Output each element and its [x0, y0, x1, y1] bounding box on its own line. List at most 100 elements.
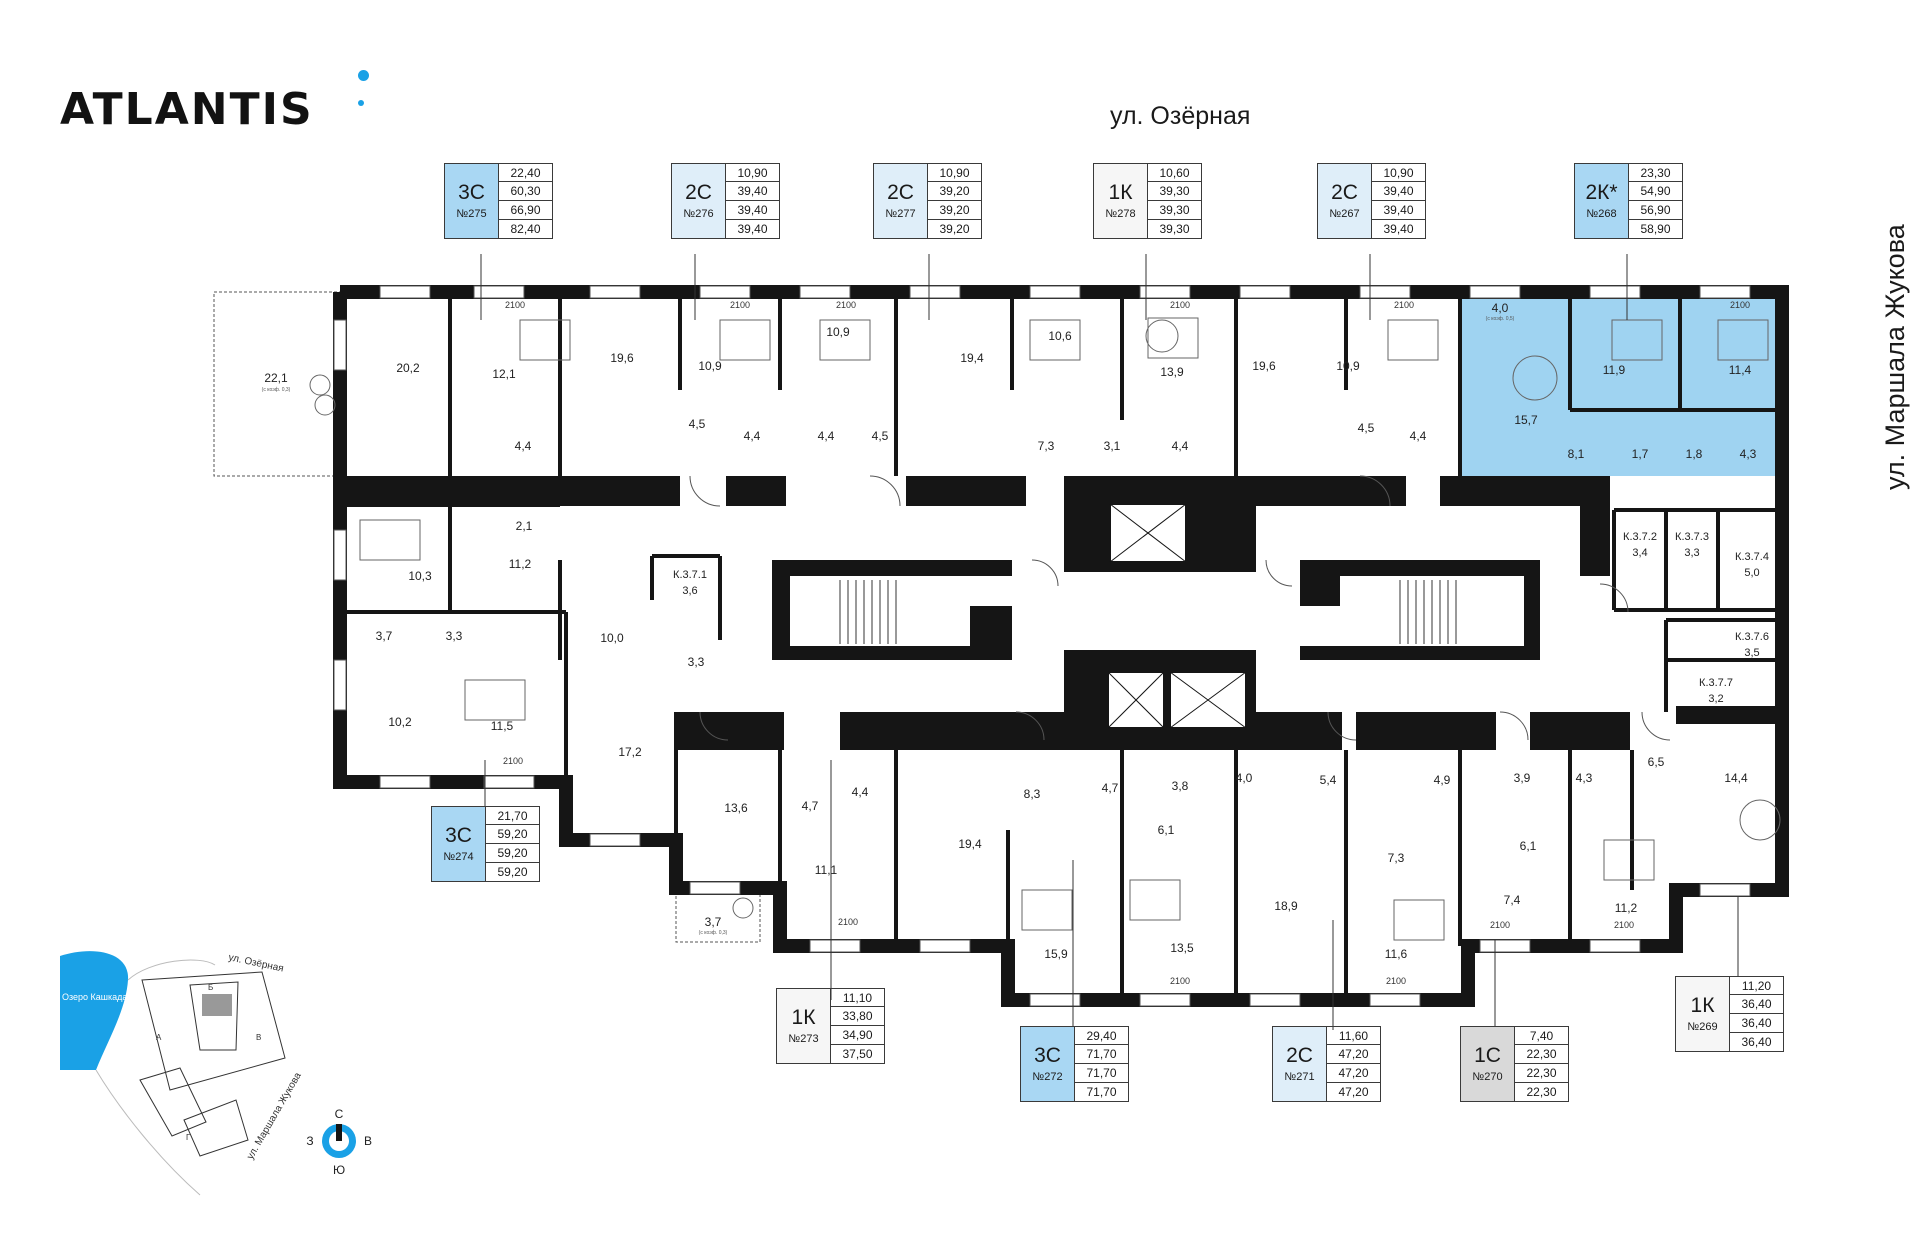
room-area: 6,1	[1520, 839, 1537, 853]
area-value: 47,20	[1327, 1083, 1381, 1102]
room-area: 18,9	[1274, 899, 1298, 913]
apartment-number: №268	[1586, 208, 1617, 220]
area-value: 39,40	[1372, 201, 1426, 220]
minimap-street-top: ул. Озёрная	[227, 952, 284, 974]
room-note: (с коэф. 0,3)	[699, 930, 728, 936]
room-area: 3,7	[705, 915, 722, 929]
area-value: 22,30	[1515, 1045, 1569, 1064]
interior-partitions	[340, 292, 1782, 1000]
room-area: 11,4	[1729, 363, 1752, 377]
room-area: 3,9	[1514, 771, 1531, 785]
apartment-number: №274	[443, 851, 474, 863]
area-value: 34,90	[831, 1026, 885, 1045]
storage-labels: К.3.7.1 3,6 К.3.7.2 3,4 К.3.7.3 3,3 К.3.…	[673, 531, 1769, 705]
apartment-number: №273	[788, 1033, 819, 1045]
area-value: 39,20	[928, 220, 982, 239]
storage-code: К.3.7.3	[1675, 531, 1709, 543]
area-value: 39,20	[928, 182, 982, 201]
brand-name: ATLANTIS	[60, 84, 314, 135]
room-area: 11,9	[1603, 363, 1626, 377]
area-value: 39,40	[1372, 220, 1426, 239]
window-height: 2100	[505, 300, 525, 310]
area-value: 39,20	[928, 201, 982, 220]
room-area: 3,3	[688, 655, 705, 669]
area-value: 22,30	[1515, 1083, 1569, 1102]
stairwell-right	[1300, 560, 1540, 660]
area-value: 11,60	[1327, 1026, 1381, 1045]
area-value: 10,60	[1148, 163, 1202, 182]
area-value: 22,40	[499, 163, 553, 182]
apartment-number: №277	[885, 208, 916, 220]
area-value: 22,30	[1515, 1064, 1569, 1083]
storage-area: 3,5	[1744, 647, 1759, 659]
storage-area: 3,6	[682, 585, 697, 597]
window-height: 2100	[838, 917, 858, 927]
area-value: 11,10	[831, 988, 885, 1007]
apartment-type: 3С	[1034, 1044, 1061, 1067]
room-area: 4,7	[802, 799, 819, 813]
room-area: 19,4	[960, 351, 984, 365]
room-area: 11,2	[1615, 901, 1638, 915]
room-area: 6,5	[1648, 755, 1665, 769]
room-area: 14,4	[1724, 771, 1748, 785]
minimap-lake-label: Озеро Кашкадан	[62, 992, 132, 1002]
room-area: 7,3	[1038, 439, 1055, 453]
room-area: 10,9	[698, 359, 722, 373]
compass-icon: С Ю З В	[306, 1107, 372, 1177]
room-area: 10,9	[1336, 359, 1360, 373]
apartment-number: №278	[1105, 208, 1136, 220]
storage-area: 5,0	[1744, 567, 1759, 579]
area-value: 71,70	[1075, 1045, 1129, 1064]
room-area: 4,4	[744, 429, 761, 443]
apartment-268-highlight[interactable]	[1458, 296, 1782, 476]
room-area: 5,4	[1320, 773, 1337, 787]
window-height: 2100	[1730, 300, 1750, 310]
compass-east: В	[364, 1134, 372, 1148]
area-value: 23,30	[1629, 163, 1683, 182]
area-value: 37,50	[831, 1045, 885, 1064]
room-area: 4,4	[852, 785, 869, 799]
room-area: 10,3	[408, 569, 432, 583]
area-value: 10,90	[726, 163, 780, 182]
room-area: 6,1	[1158, 823, 1175, 837]
room-area: 4,5	[1358, 421, 1375, 435]
storage-code: К.3.7.6	[1735, 631, 1769, 643]
room-area: 4,9	[1434, 773, 1451, 787]
room-area: 19,6	[1252, 359, 1276, 373]
door-swings	[689, 475, 1671, 741]
room-labels: 22,1 (с коэф. 0,3) 20,2 12,1 19,6 10,9 1…	[262, 301, 1757, 961]
area-value: 39,40	[726, 182, 780, 201]
area-value: 36,40	[1730, 1014, 1784, 1033]
room-area: 4,3	[1576, 771, 1593, 785]
room-area: 11,2	[509, 557, 532, 571]
room-area: 10,9	[826, 325, 850, 339]
lake-shape	[60, 951, 129, 1070]
room-note: (с коэф. 0,5)	[1486, 316, 1515, 322]
area-value: 7,40	[1515, 1026, 1569, 1045]
room-area: 20,2	[396, 361, 420, 375]
stairwell-left	[772, 560, 1012, 660]
minimap-section-letter: Г	[186, 1133, 191, 1142]
minimap-street-side: ул. Маршала Жукова	[245, 1070, 304, 1161]
room-area: 19,6	[610, 351, 634, 365]
room-area: 3,3	[446, 629, 463, 643]
logo-dot-icon	[358, 70, 369, 81]
room-area: 10,0	[600, 631, 624, 645]
room-area: 4,4	[1172, 439, 1189, 453]
compass-west: З	[306, 1134, 313, 1148]
minimap-section-letter: А	[156, 1033, 162, 1042]
room-area: 13,5	[1170, 941, 1194, 955]
